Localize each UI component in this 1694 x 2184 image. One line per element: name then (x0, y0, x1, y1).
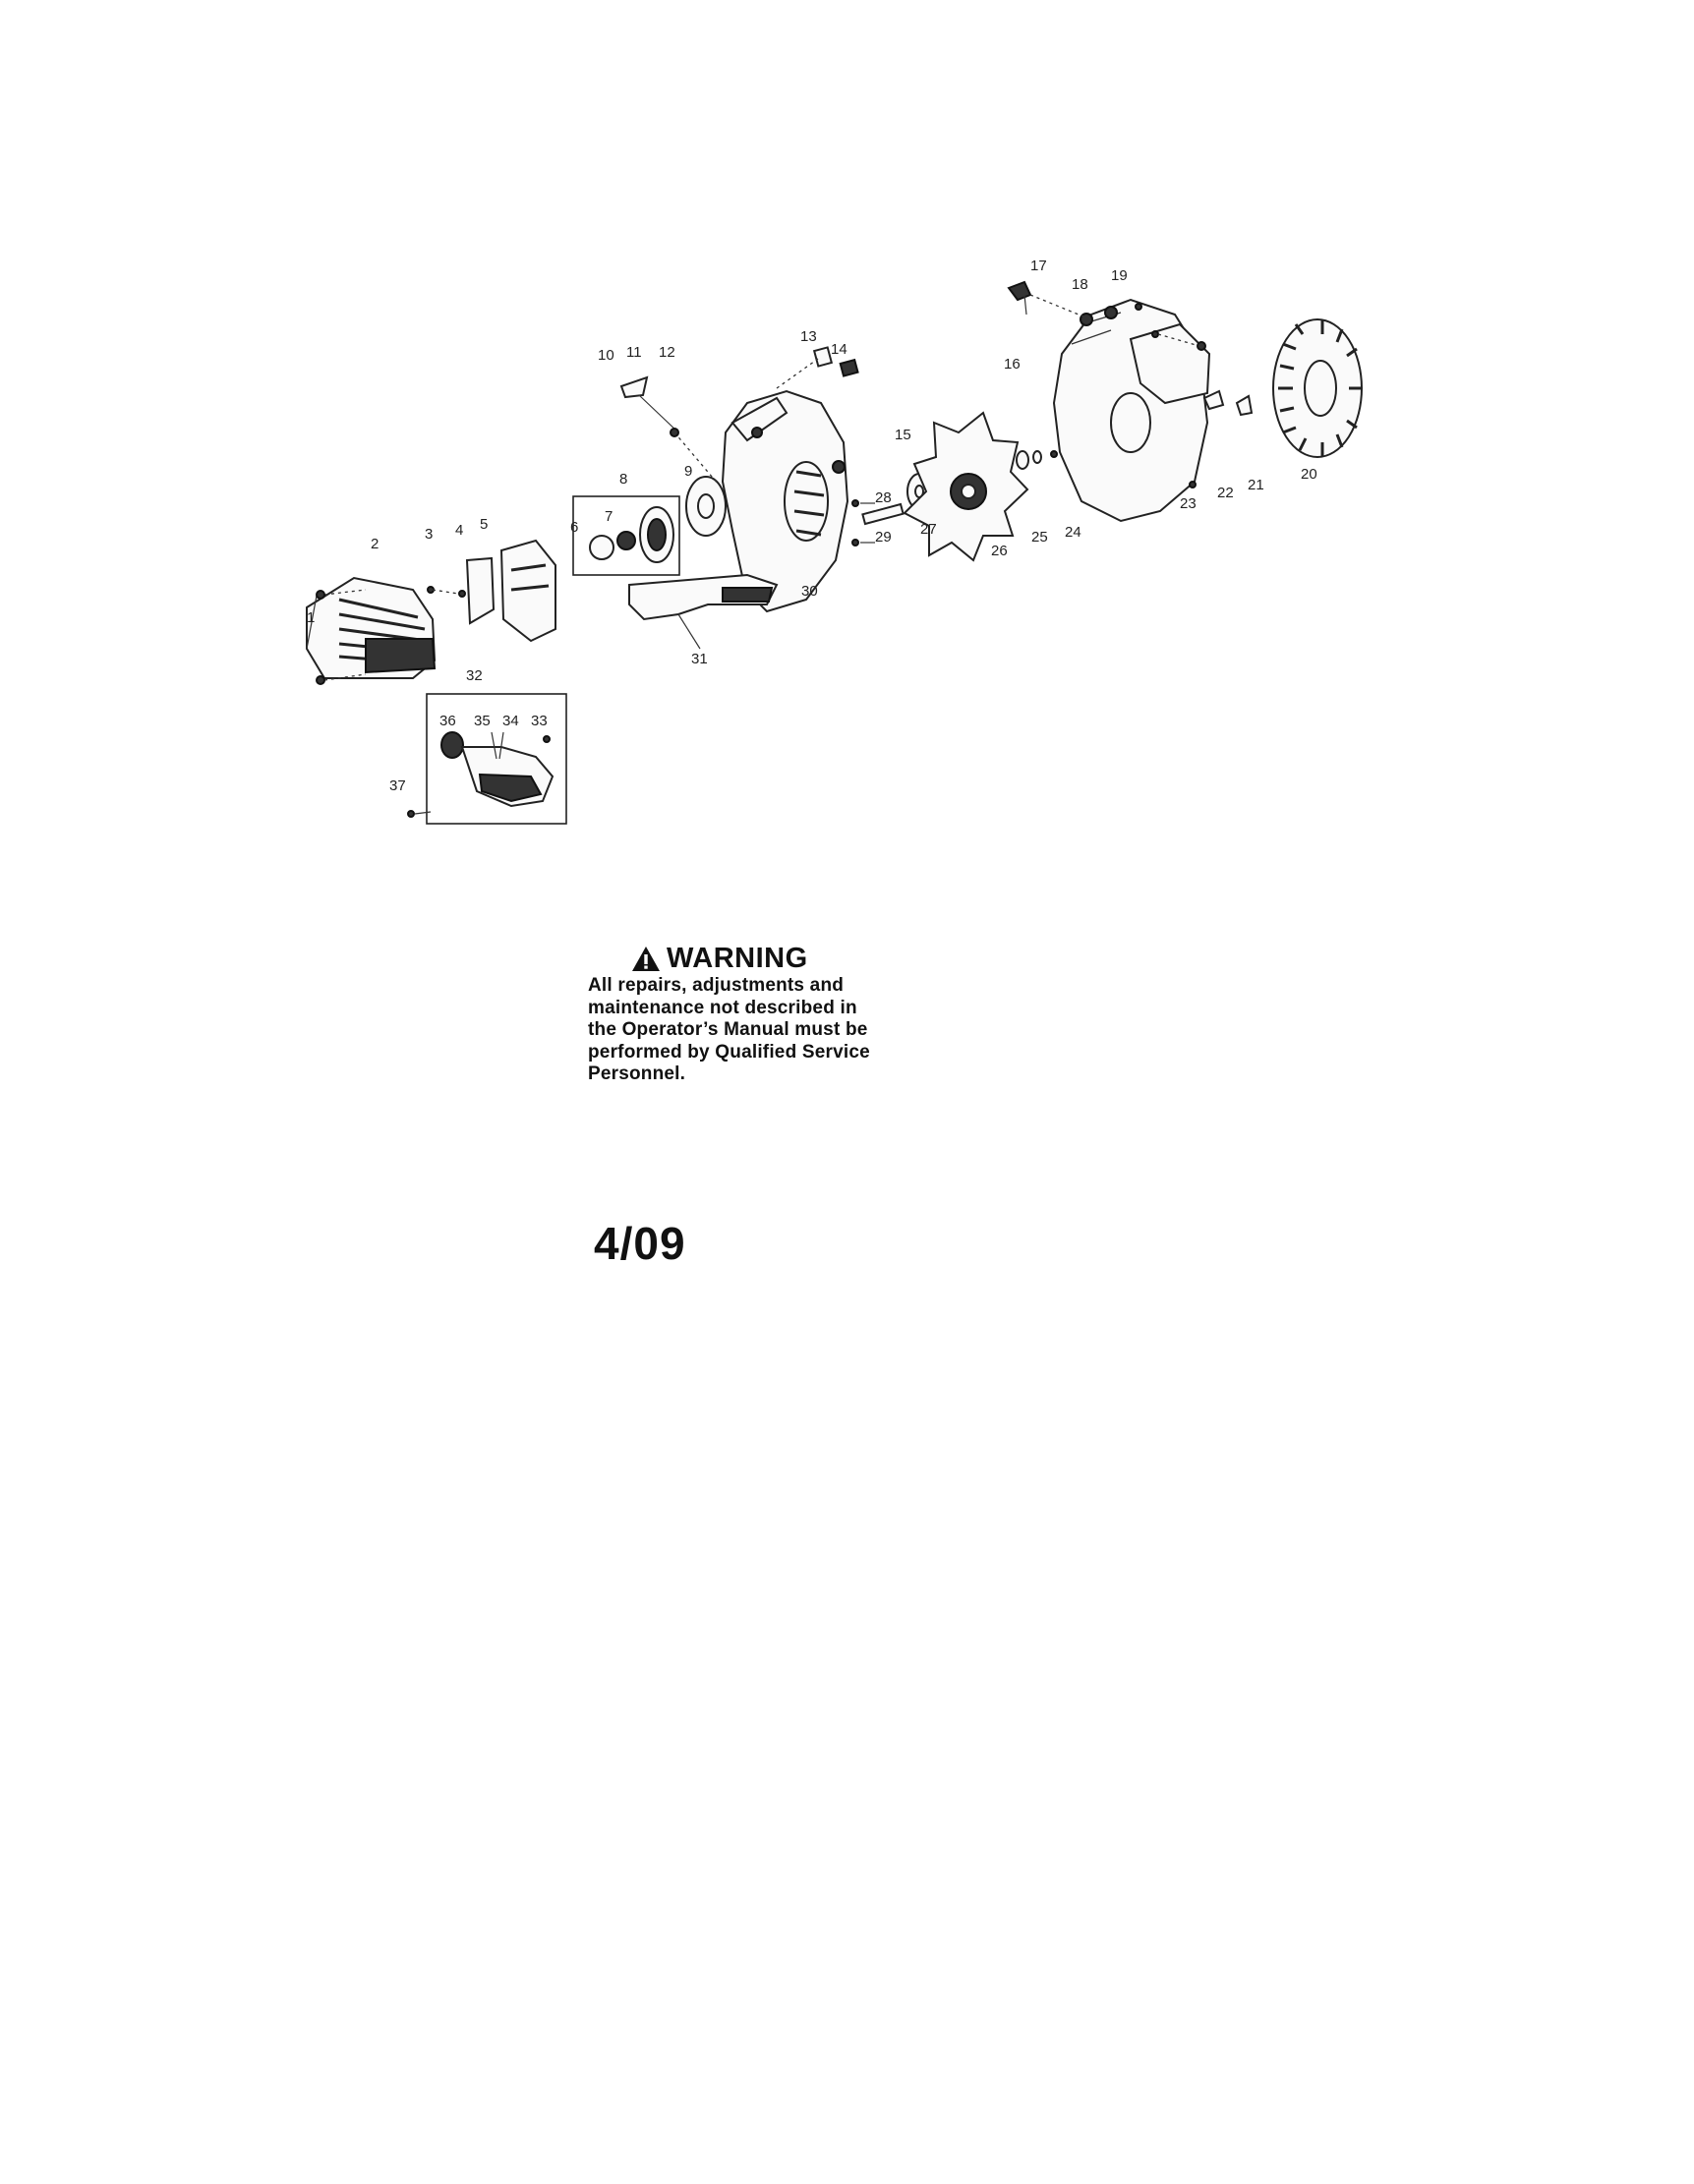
warning-triangle-icon (632, 946, 660, 971)
callout-29: 29 (875, 529, 892, 546)
callout-8: 8 (619, 471, 627, 488)
callout-3: 3 (425, 526, 433, 543)
callout-17: 17 (1030, 258, 1047, 274)
throttle-linkage-parts (619, 375, 719, 485)
callout-28: 28 (875, 489, 892, 506)
warning-block: WARNING All repairs, adjustments and mai… (588, 944, 942, 1086)
blower-housing-part (1052, 298, 1211, 523)
callout-9: 9 (684, 463, 692, 480)
main-housing-part (721, 389, 849, 613)
callout-33: 33 (531, 713, 548, 729)
callout-24: 24 (1065, 524, 1081, 541)
washers-and-nut (1016, 450, 1058, 470)
callout-5: 5 (480, 516, 488, 533)
callout-27: 27 (920, 521, 937, 538)
date-code: 4/09 (594, 1218, 686, 1269)
callout-21: 21 (1248, 477, 1264, 493)
callout-4: 4 (455, 522, 463, 539)
callout-1: 1 (307, 609, 315, 626)
callout-25: 25 (1031, 529, 1048, 546)
callout-16: 16 (1004, 356, 1021, 373)
callout-13: 13 (800, 328, 817, 345)
callout-36: 36 (439, 713, 456, 729)
switch-part (1007, 280, 1084, 317)
gasket-and-housing-parts (427, 539, 556, 643)
callout-12: 12 (659, 344, 675, 361)
callout-37: 37 (389, 777, 406, 794)
callout-2: 2 (371, 536, 379, 552)
bushing-parts (776, 346, 859, 389)
washer-part (685, 476, 727, 537)
callout-18: 18 (1072, 276, 1088, 293)
warning-body-text: All repairs, adjustments and maintenance… (588, 975, 870, 1084)
impeller-part (903, 411, 1029, 562)
callout-22: 22 (1217, 485, 1234, 501)
callout-7: 7 (605, 508, 613, 525)
air-filter-part (1272, 318, 1363, 458)
callout-30: 30 (801, 583, 818, 600)
callout-10: 10 (598, 347, 614, 364)
callout-14: 14 (831, 341, 847, 358)
callout-15: 15 (895, 427, 911, 443)
callout-6: 6 (570, 519, 578, 536)
warning-heading-text: WARNING (667, 943, 808, 974)
callout-34: 34 (502, 713, 519, 729)
callout-35: 35 (474, 713, 491, 729)
starter-kit-box (572, 495, 680, 576)
carburetor-kit-box (407, 693, 567, 825)
housing-screws (1135, 303, 1254, 489)
engine-cover-part (306, 576, 437, 685)
callout-20: 20 (1301, 466, 1317, 483)
callout-26: 26 (991, 543, 1008, 559)
callout-31: 31 (691, 651, 708, 667)
handle-part (628, 573, 779, 650)
warning-heading: WARNING (631, 944, 942, 973)
callout-19: 19 (1111, 267, 1128, 284)
callout-23: 23 (1180, 495, 1197, 512)
callout-32: 32 (466, 667, 483, 684)
callout-11: 11 (626, 344, 642, 361)
